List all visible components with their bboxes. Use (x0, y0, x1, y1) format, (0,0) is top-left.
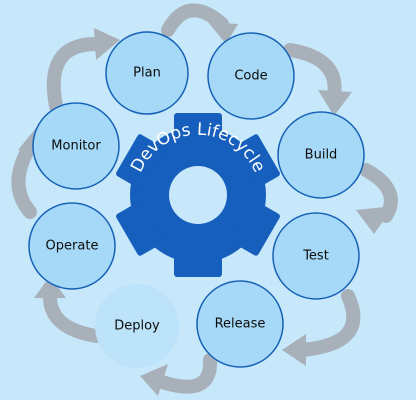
stage-nodes: Plan Code Build Test Release Deploy Oper… (28, 31, 365, 368)
arrow-plan-to-code (161, 3, 238, 44)
stage-label-operate: Operate (46, 239, 99, 254)
stage-test[interactable]: Test (272, 212, 360, 300)
arrow-build-to-test (356, 163, 398, 234)
stage-label-release: Release (215, 317, 266, 332)
arrow-test-to-release (282, 289, 361, 366)
arrow-code-to-build (283, 43, 352, 116)
stage-code[interactable]: Code (207, 32, 295, 120)
stage-plan[interactable]: Plan (105, 31, 189, 115)
stage-monitor[interactable]: Monitor (32, 102, 120, 190)
stage-label-plan: Plan (133, 66, 161, 81)
arrow-release-to-deploy (140, 353, 218, 396)
stage-label-deploy: Deploy (114, 319, 160, 334)
stage-label-test: Test (302, 249, 329, 264)
stage-label-build: Build (305, 148, 338, 163)
stage-deploy[interactable]: Deploy (95, 284, 179, 368)
stage-release[interactable]: Release (196, 280, 284, 368)
arrow-monitor-to-plan (46, 28, 120, 113)
gear-icon: DevOps Lifecycle (116, 113, 280, 277)
stage-label-monitor: Monitor (51, 139, 101, 154)
stage-build[interactable]: Build (277, 111, 365, 199)
stage-label-code: Code (234, 69, 267, 84)
cycle-arrows (11, 3, 398, 396)
arrow-deploy-to-operate (34, 276, 103, 343)
stage-operate[interactable]: Operate (28, 202, 116, 290)
